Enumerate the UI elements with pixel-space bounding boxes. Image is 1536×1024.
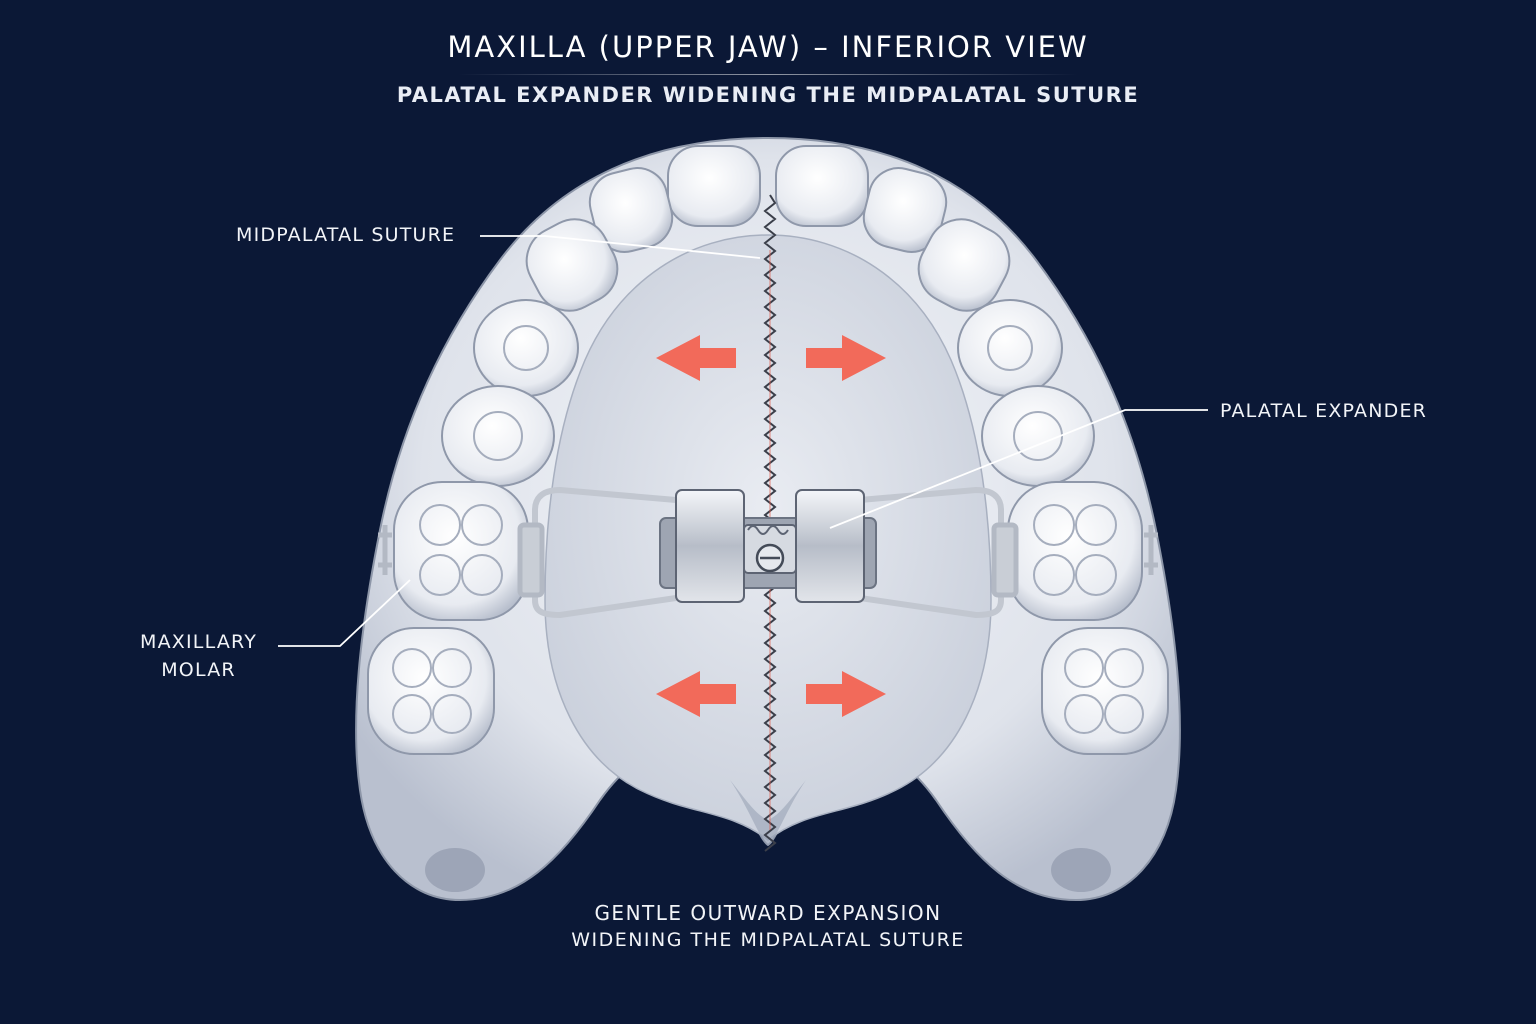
- expander-right-block: [795, 489, 865, 603]
- premolar-2-left: [441, 385, 555, 487]
- caption-line1: GENTLE OUTWARD EXPANSION: [594, 901, 942, 925]
- premolar-1-right: [957, 299, 1063, 397]
- premolar-1-left: [473, 299, 579, 397]
- upper-teeth: [367, 145, 1169, 755]
- first-molar-right: [1007, 481, 1143, 621]
- diagram-subtitle: PALATAL EXPANDER WIDENING THE MIDPALATAL…: [396, 83, 1140, 107]
- label-palatal-expander: PALATAL EXPANDER: [1220, 400, 1428, 422]
- label-maxillary-molar-line1: MAXILLARY: [140, 631, 258, 653]
- arrow-right-upper-icon: [806, 335, 886, 381]
- first-molar-left: [393, 481, 529, 621]
- title-divider: [458, 74, 1078, 75]
- lateral-incisor-left: [588, 167, 674, 253]
- right-tuberosity: [1051, 848, 1111, 892]
- arrow-left-lower-icon: [656, 671, 736, 717]
- expander-spring: [747, 525, 789, 535]
- label-maxillary-molar: MAXILLARY MOLAR: [140, 628, 257, 684]
- arrow-right-lower-icon: [806, 671, 886, 717]
- molar-bands: [378, 522, 1158, 598]
- leader-midpalatal-suture: [480, 235, 761, 259]
- lateral-incisor-right: [862, 167, 948, 253]
- canine-left: [525, 218, 619, 312]
- leader-palatal-expander: [829, 409, 1208, 529]
- leader-lines: [278, 235, 1208, 647]
- premolar-2-right: [981, 385, 1095, 487]
- expansion-arrows: [656, 335, 886, 717]
- second-molar-left: [367, 627, 495, 755]
- canine-right: [917, 218, 1011, 312]
- central-incisor-left: [667, 145, 761, 227]
- left-tuberosity: [425, 848, 485, 892]
- palatal-expander: [659, 489, 877, 603]
- expander-left-block: [675, 489, 745, 603]
- caption-line2: WIDENING THE MIDPALATAL SUTURE: [571, 929, 965, 951]
- leader-maxillary-molar: [278, 579, 411, 647]
- arrow-left-upper-icon: [656, 335, 736, 381]
- second-molar-right: [1041, 627, 1169, 755]
- molar-cusps: [392, 325, 1144, 734]
- central-incisor-right: [775, 145, 869, 227]
- label-maxillary-molar-line2: MOLAR: [161, 659, 236, 681]
- label-midpalatal-suture: MIDPALATAL SUTURE: [236, 224, 456, 246]
- diagram-title: MAXILLA (UPPER JAW) – INFERIOR VIEW: [447, 30, 1089, 64]
